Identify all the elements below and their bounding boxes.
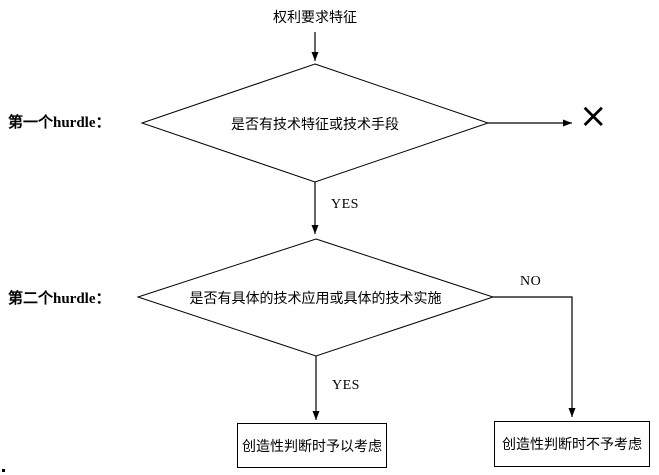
hurdle-2-label: 第二个hurdle：	[8, 291, 111, 307]
hurdle-1-label: 第一个hurdle：	[8, 115, 111, 131]
outcome-considered-label: 创造性判断时予以考虑	[242, 439, 382, 455]
decision2-question: 是否有具体的技术应用或具体的技术实施	[189, 292, 442, 307]
outcome-not-considered-label: 创造性判断时不予考虑	[502, 438, 642, 453]
arrow-decision2-to-not-considered	[493, 296, 576, 417]
outcome-considered-box: 创造性判断时予以考虑	[237, 423, 387, 468]
reject-x-mark: ×	[579, 96, 608, 136]
yes-label-2: YES	[332, 378, 360, 393]
no-label: NO	[520, 274, 542, 289]
stray-dot	[2, 469, 5, 472]
decision1-question: 是否有技术特征或技术手段	[231, 118, 399, 133]
flow-title: 权利要求特征	[273, 11, 357, 26]
yes-label-1: YES	[331, 197, 359, 212]
outcome-not-considered-box: 创造性判断时不予考虑	[494, 421, 650, 467]
